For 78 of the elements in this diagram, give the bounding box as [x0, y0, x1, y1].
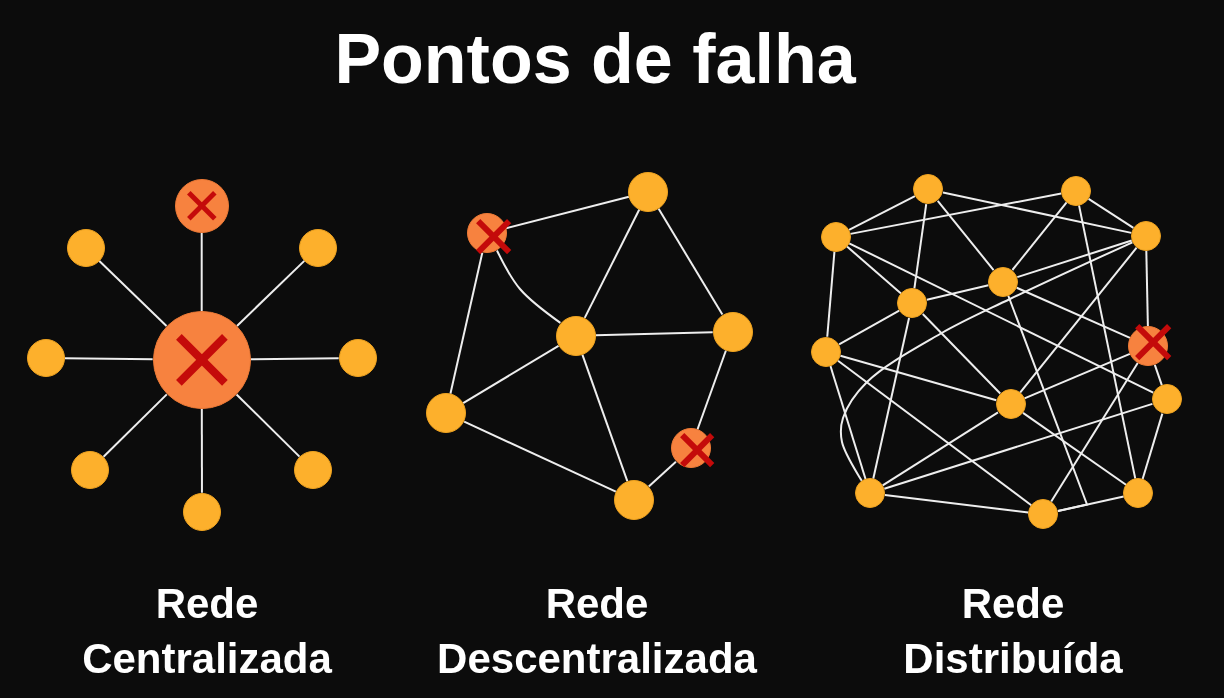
connection-line	[63, 357, 154, 361]
diagram-title: Pontos de falha	[334, 19, 856, 99]
network-node	[1123, 478, 1154, 509]
connection-line	[657, 207, 724, 316]
connection-line	[102, 393, 168, 458]
connection-line	[1019, 246, 1138, 394]
connection-line	[846, 245, 902, 295]
connection-line	[495, 249, 562, 324]
network-node	[1131, 221, 1161, 251]
connection-line	[1153, 363, 1163, 387]
connection-line	[1145, 250, 1149, 327]
network-node	[897, 288, 928, 319]
network-node	[338, 339, 377, 377]
network-node	[913, 174, 944, 205]
connection-line	[1015, 286, 1131, 339]
connection-line	[235, 259, 306, 327]
network-node	[1028, 499, 1059, 530]
connection-line	[200, 232, 203, 312]
connection-line	[936, 199, 995, 272]
connection-line	[696, 349, 727, 431]
connection-line	[1016, 239, 1133, 279]
connection-line	[583, 208, 641, 319]
connection-line	[826, 250, 836, 338]
network-type-caption: Rede Centralizada	[82, 579, 332, 684]
connection-line	[647, 460, 677, 488]
connection-line	[839, 241, 1134, 482]
connection-line	[921, 313, 1002, 395]
connection-line	[829, 365, 867, 480]
connection-line	[837, 359, 1033, 507]
connection-line	[883, 402, 1154, 490]
network-node	[1061, 175, 1091, 206]
network-node	[71, 451, 109, 489]
connection-line	[913, 203, 928, 290]
connection-line	[872, 316, 911, 480]
connection-line	[1056, 495, 1125, 513]
connection-line	[1141, 412, 1164, 480]
connection-line	[883, 494, 1030, 514]
connection-line	[1011, 201, 1068, 271]
network-node	[811, 336, 841, 367]
network-node	[426, 393, 466, 434]
connection-line	[581, 353, 629, 483]
connection-line	[1022, 411, 1127, 486]
network-node	[1151, 384, 1182, 415]
connection-line	[1023, 352, 1131, 400]
network-node	[294, 451, 332, 489]
network-node	[555, 315, 596, 356]
connection-line	[200, 408, 203, 494]
connection-line	[449, 251, 484, 395]
network-node	[712, 311, 753, 352]
network-node	[26, 339, 65, 377]
network-node	[855, 478, 885, 509]
network-type-caption: Rede Distribuída	[903, 579, 1123, 684]
connection-line	[1087, 197, 1135, 229]
network-type-caption: Rede Descentralizada	[437, 579, 757, 684]
connection-line	[941, 191, 1133, 234]
connection-line	[1050, 361, 1139, 503]
network-node	[995, 389, 1026, 420]
connection-line	[1078, 204, 1137, 480]
connection-line	[235, 393, 301, 458]
connection-line	[848, 195, 916, 231]
connection-line	[881, 411, 999, 487]
network-node	[299, 228, 337, 267]
connection-line	[838, 309, 901, 346]
connection-line	[463, 420, 617, 493]
connection-line	[925, 284, 990, 301]
connection-line	[594, 331, 714, 337]
connection-line	[98, 259, 168, 327]
connection-line	[848, 242, 1155, 394]
connection-line	[839, 354, 998, 402]
connection-line	[462, 344, 560, 405]
network-node	[820, 221, 851, 252]
connection-line	[249, 357, 340, 361]
network-node	[988, 266, 1018, 297]
connection-line	[849, 192, 1063, 235]
network-node	[614, 480, 654, 520]
network-node	[183, 492, 221, 531]
network-node	[66, 228, 105, 267]
connection-line	[505, 195, 630, 230]
